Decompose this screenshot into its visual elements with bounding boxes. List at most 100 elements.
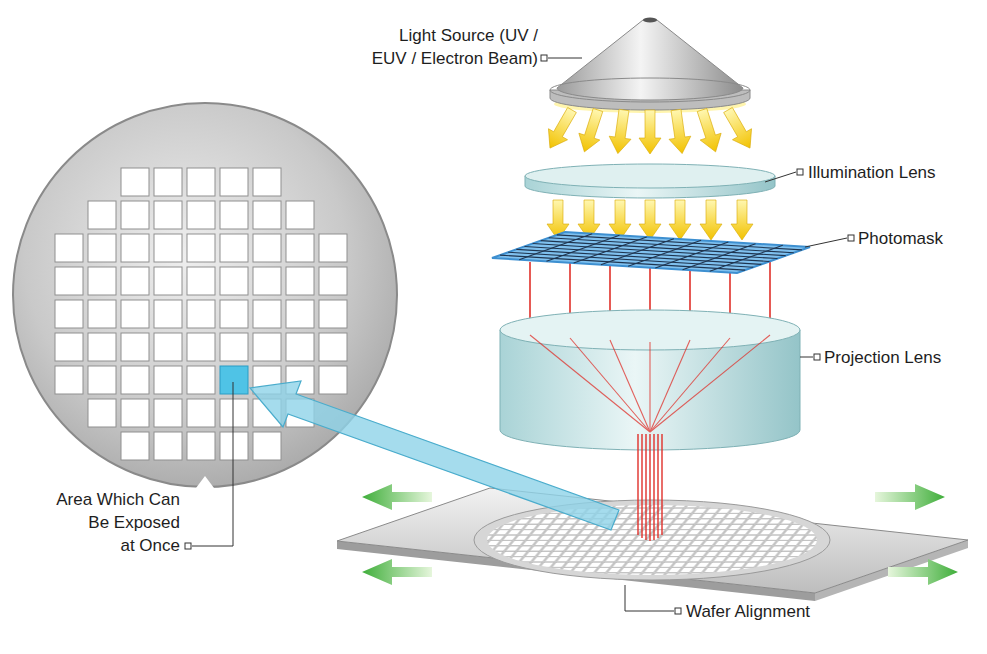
die <box>154 366 182 394</box>
alignment-arrow <box>362 559 432 585</box>
die <box>253 234 281 262</box>
mask-pattern-line <box>549 238 794 253</box>
die <box>88 201 116 229</box>
die <box>154 399 182 427</box>
die <box>220 168 248 196</box>
mask-pattern-line <box>557 235 802 250</box>
die <box>121 300 149 328</box>
light-arrow <box>731 200 753 240</box>
die <box>319 333 347 361</box>
light-arrow <box>669 200 691 240</box>
die <box>88 366 116 394</box>
leader-marker <box>675 608 681 614</box>
die <box>88 300 116 328</box>
mask-pattern-line <box>683 244 756 270</box>
wafer-stage <box>337 484 968 601</box>
die <box>319 300 347 328</box>
light-arrow <box>639 110 661 154</box>
die <box>286 234 314 262</box>
leader-line <box>548 58 582 59</box>
stage-dies <box>487 505 817 575</box>
callout-label: Light Source (UV / EUV / Electron Beam) <box>322 24 538 70</box>
callout-label: Photomask <box>858 227 983 250</box>
mask-pattern-line <box>710 245 783 271</box>
die <box>187 201 215 229</box>
die <box>121 168 149 196</box>
die <box>154 333 182 361</box>
die <box>121 432 149 460</box>
die <box>121 333 149 361</box>
source-base <box>550 78 750 102</box>
die <box>154 432 182 460</box>
die <box>154 300 182 328</box>
lens-body <box>500 330 800 450</box>
mask-pattern-line <box>655 242 728 268</box>
light-arrow <box>540 105 581 154</box>
light-arrow <box>665 108 693 155</box>
light-source <box>550 18 750 114</box>
die <box>286 300 314 328</box>
leader-marker <box>185 543 191 549</box>
die <box>253 432 281 460</box>
die <box>55 267 83 295</box>
die <box>253 267 281 295</box>
source-cone <box>557 20 743 100</box>
callout-label: Area Which Can Be Exposed at Once <box>52 488 180 557</box>
die <box>187 432 215 460</box>
leader-marker <box>848 235 854 241</box>
mask-plate <box>492 232 810 273</box>
die <box>88 234 116 262</box>
stage-wafer <box>474 500 830 580</box>
alignment-arrow <box>362 484 432 510</box>
die <box>253 300 281 328</box>
die <box>220 234 248 262</box>
die <box>154 201 182 229</box>
die <box>286 201 314 229</box>
ray <box>609 265 611 314</box>
die <box>187 267 215 295</box>
light-arrow <box>718 105 759 154</box>
ray <box>529 262 531 322</box>
die <box>187 333 215 361</box>
die <box>187 168 215 196</box>
leader-line <box>805 238 847 247</box>
mask-pattern-line <box>541 241 786 256</box>
die <box>55 366 83 394</box>
die <box>220 333 248 361</box>
die <box>253 201 281 229</box>
leader-lines <box>192 58 847 611</box>
callout-label: Illumination Lens <box>808 161 978 184</box>
die <box>253 168 281 196</box>
light-arrow <box>700 200 722 240</box>
alignment-arrow <box>875 484 945 510</box>
die <box>88 333 116 361</box>
die <box>187 300 215 328</box>
die <box>187 234 215 262</box>
projection-lens <box>500 310 800 450</box>
callout-label: Wafer Alignment <box>686 600 866 623</box>
ray <box>769 262 771 322</box>
mask-grid <box>500 234 802 272</box>
ray <box>649 268 651 312</box>
illumination-lens <box>525 164 775 198</box>
leader-marker <box>814 354 820 360</box>
ray <box>729 268 731 318</box>
die <box>220 300 248 328</box>
callout-label: Projection Lens <box>824 346 984 369</box>
light-arrow <box>639 200 661 240</box>
die <box>319 267 347 295</box>
wafer-notch <box>196 476 214 488</box>
light-arrow <box>574 107 609 156</box>
focused-beam <box>638 434 662 541</box>
leader-line <box>625 585 674 611</box>
die <box>121 201 149 229</box>
die <box>220 399 248 427</box>
die <box>121 366 149 394</box>
leader-marker <box>797 169 803 175</box>
light-arrow <box>607 108 635 155</box>
die <box>55 234 83 262</box>
leader-line <box>192 382 233 546</box>
die <box>55 333 83 361</box>
